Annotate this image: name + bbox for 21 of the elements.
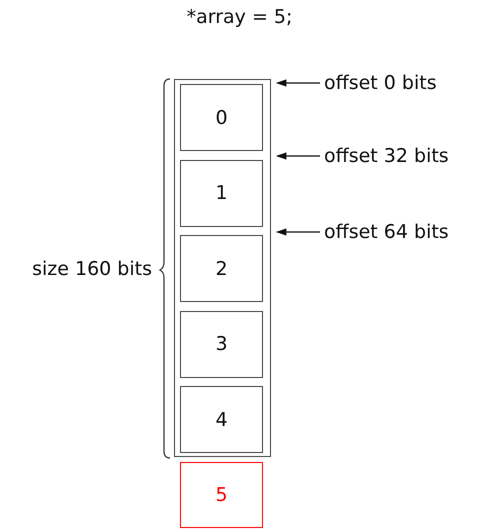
array-cell	[180, 235, 263, 302]
title: *array = 5;	[186, 6, 294, 28]
array-cell	[180, 310, 263, 378]
cell-index: 0	[215, 106, 228, 128]
cell-index: 5	[215, 484, 228, 506]
offset-label: offset 0 bits	[324, 72, 437, 94]
array-cell	[180, 462, 263, 528]
offset-label: offset 64 bits	[324, 221, 449, 243]
arrow	[276, 152, 320, 160]
array-cell	[180, 386, 263, 453]
cell-index: 2	[215, 258, 228, 280]
cell-index: 1	[215, 182, 228, 204]
array-cell	[180, 84, 263, 151]
offset-label: offset 32 bits	[324, 145, 449, 167]
arrow	[276, 228, 320, 236]
cell-index: 3	[215, 333, 228, 355]
array-cell	[180, 160, 263, 226]
arrow	[276, 79, 320, 87]
cell-index: 4	[215, 408, 228, 430]
array-box	[174, 79, 271, 457]
size-label: size 160 bits	[32, 258, 152, 280]
